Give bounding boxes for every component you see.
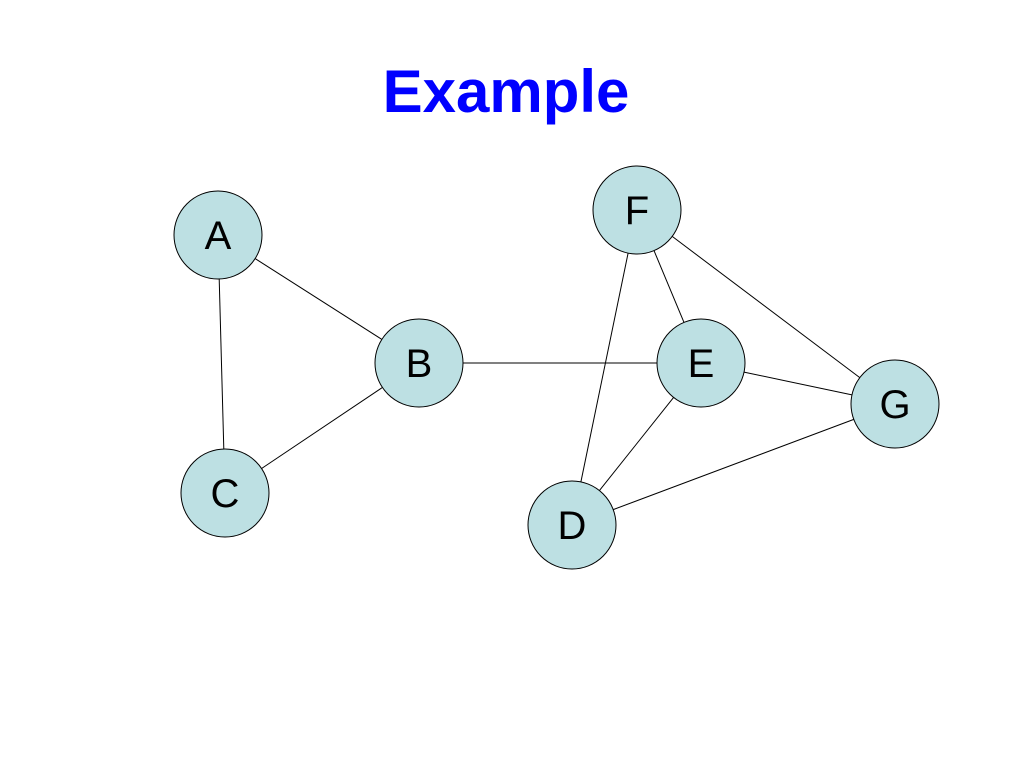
node-label-e: E [688, 342, 715, 386]
node-e: E [656, 318, 746, 408]
node-label-c: C [211, 472, 240, 516]
edge-e-d [599, 397, 674, 491]
node-label-f: F [625, 189, 649, 233]
node-label-a: A [205, 214, 232, 258]
node-circle-b [374, 318, 464, 408]
edge-f-g [671, 236, 861, 378]
nodes-layer: A B C D E F G [173, 165, 940, 570]
edge-d-g [613, 418, 854, 511]
edge-f-d [580, 252, 629, 483]
node-label-d: D [558, 504, 587, 548]
edges-layer [218, 236, 861, 511]
node-circle-d [527, 480, 617, 570]
node-d: D [527, 480, 617, 570]
node-circle-f [592, 165, 682, 255]
node-circle-a [173, 190, 263, 280]
edge-b-c [261, 387, 383, 469]
node-g: G [850, 359, 940, 449]
node-label-b: B [406, 342, 433, 386]
node-label-g: G [879, 383, 910, 427]
edge-a-c [218, 278, 225, 450]
node-b: B [374, 318, 464, 408]
node-f: F [592, 165, 682, 255]
edge-f-e [653, 250, 685, 323]
node-c: C [180, 448, 270, 538]
edge-e-g [743, 371, 853, 396]
node-circle-c [180, 448, 270, 538]
edge-a-b [254, 258, 383, 340]
node-a: A [173, 190, 263, 280]
node-circle-e [656, 318, 746, 408]
node-circle-g [850, 359, 940, 449]
slide-title: Example [382, 58, 630, 125]
